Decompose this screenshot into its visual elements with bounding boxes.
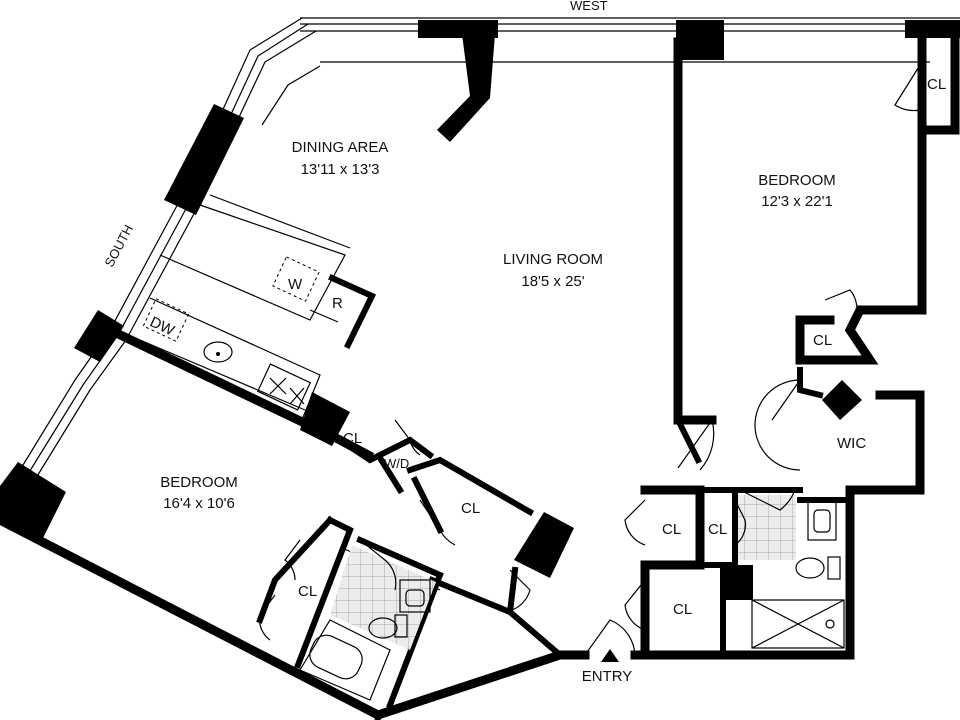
washer-label: W <box>288 276 303 293</box>
closet-label-bedroom-second: CL <box>298 583 317 600</box>
exterior-walls <box>0 33 960 720</box>
dishwasher-label: DW <box>147 314 178 340</box>
entry-label: ENTRY <box>582 668 633 685</box>
closet-label-center: CL <box>461 500 480 517</box>
bedroom-main-dims: 12'3 x 22'1 <box>761 193 833 210</box>
living-room-dims: 18'5 x 25' <box>521 273 584 290</box>
bedroom-main-name: BEDROOM <box>758 172 836 189</box>
closet-label-bedroom-mid: CL <box>813 332 832 349</box>
doors <box>258 64 921 656</box>
west-label: WEST <box>570 0 608 13</box>
bedroom-second-dims: 16'4 x 10'6 <box>163 495 235 512</box>
entry-arrow-icon <box>601 649 619 662</box>
bathroom-tiles <box>330 495 796 650</box>
closet-label-entry-b: CL <box>708 521 727 538</box>
interior-walls <box>103 37 853 709</box>
dining-area-dims: 13'11 x 13'3 <box>301 161 380 178</box>
living-room-name: LIVING ROOM <box>503 251 603 268</box>
bedroom-second-name: BEDROOM <box>160 474 238 491</box>
closet-label-bedroom-top: CL <box>927 76 946 93</box>
refrigerator-label: R <box>332 295 343 312</box>
closet-label-hall: CL <box>343 430 362 447</box>
washer-dryer-label: W/D <box>384 456 409 471</box>
closet-label-entry-c: CL <box>673 601 692 618</box>
closet-label-entry-a: CL <box>662 521 681 538</box>
south-label: SOUTH <box>101 222 136 269</box>
bath-fixtures <box>299 499 845 701</box>
west-windows <box>300 17 960 63</box>
walk-in-closet-label: WIC <box>837 435 866 452</box>
dining-area-name: DINING AREA <box>292 139 389 156</box>
